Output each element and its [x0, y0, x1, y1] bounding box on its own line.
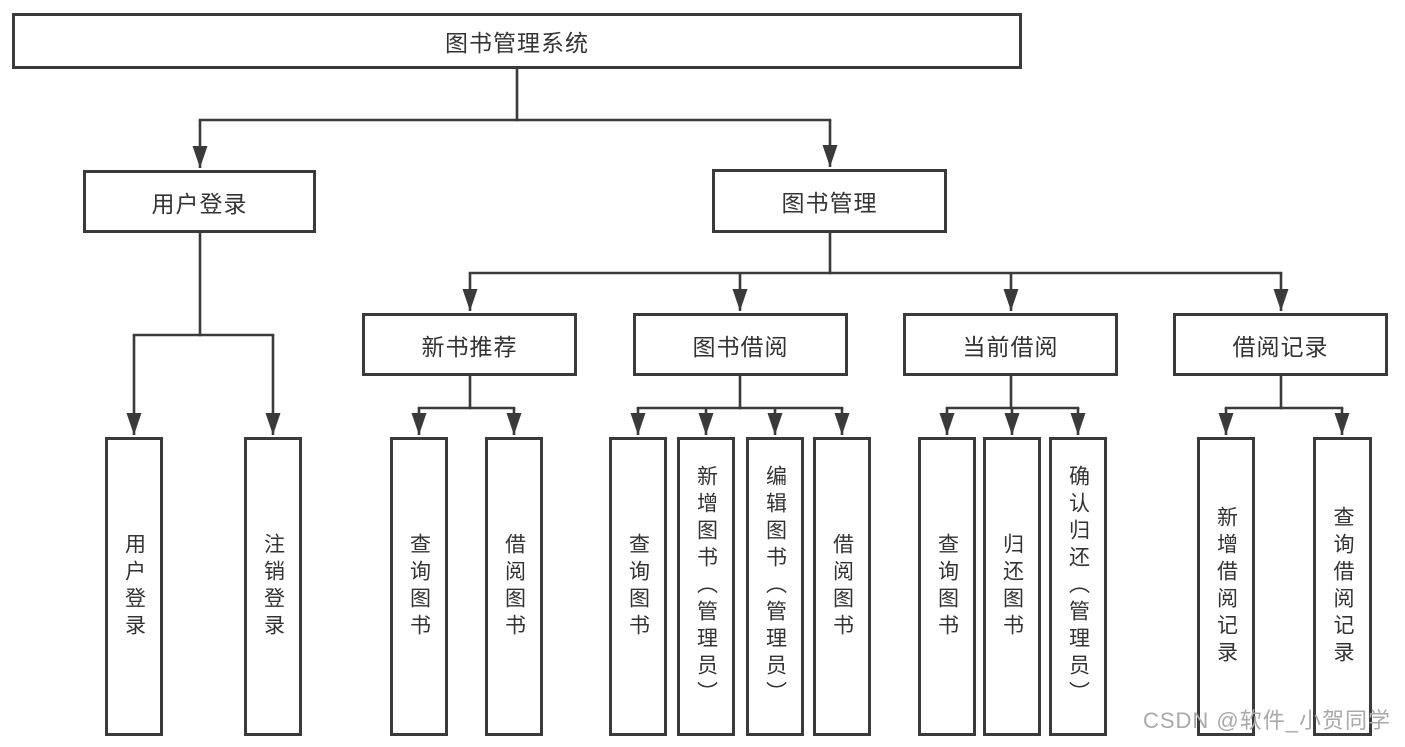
- node-current-borrow: 当前借阅: [903, 313, 1118, 376]
- leaf-add-book-admin-label: 新增图书（管理员）: [694, 465, 718, 708]
- leaf-query-books-current: 查询图书: [918, 437, 976, 736]
- leaf-query-books-current-label: 查询图书: [935, 532, 959, 641]
- leaf-borrow-books-recommend-label: 借阅图书: [502, 532, 526, 641]
- leaf-return-book: 归还图书: [983, 437, 1041, 736]
- node-new-book-recommend: 新书推荐: [362, 313, 577, 376]
- leaf-query-books-borrow-label: 查询图书: [626, 532, 650, 641]
- node-current-borrow-label: 当前借阅: [962, 333, 1059, 360]
- leaf-user-login: 用户登录: [105, 437, 163, 736]
- node-book-borrow-label: 图书借阅: [692, 333, 789, 360]
- node-book-borrow: 图书借阅: [633, 313, 848, 376]
- leaf-add-borrow-record: 新增借阅记录: [1197, 437, 1255, 736]
- node-book-management-branch: 图书管理: [712, 169, 947, 233]
- leaf-borrow-books: 借阅图书: [813, 437, 871, 736]
- leaf-query-books-recommend-label: 查询图书: [407, 532, 431, 641]
- leaf-query-borrow-record-label: 查询借阅记录: [1331, 505, 1354, 668]
- node-new-book-recommend-label: 新书推荐: [421, 333, 518, 360]
- leaf-return-book-label: 归还图书: [1000, 532, 1024, 641]
- leaf-edit-book-admin-label: 编辑图书（管理员）: [763, 465, 787, 708]
- leaf-add-book-admin: 新增图书（管理员）: [677, 437, 735, 736]
- csdn-watermark: CSDN @软件_小贺同学: [1142, 708, 1391, 733]
- node-user-login-branch: 用户登录: [83, 170, 316, 233]
- node-book-management-branch-label: 图书管理: [781, 190, 878, 216]
- leaf-confirm-return-admin: 确认归还（管理员）: [1049, 437, 1107, 736]
- leaf-edit-book-admin: 编辑图书（管理员）: [746, 437, 804, 736]
- leaf-borrow-books-recommend: 借阅图书: [485, 437, 543, 736]
- leaf-borrow-books-label: 借阅图书: [830, 532, 854, 641]
- leaf-logout: 注销登录: [244, 437, 302, 736]
- leaf-add-borrow-record-label: 新增借阅记录: [1214, 505, 1238, 668]
- node-root: 图书管理系统: [12, 13, 1022, 69]
- leaf-logout-label: 注销登录: [261, 532, 285, 641]
- node-root-label: 图书管理系统: [445, 30, 589, 56]
- node-borrow-records-label: 借阅记录: [1232, 333, 1329, 360]
- node-user-login-branch-label: 用户登录: [151, 190, 248, 217]
- leaf-user-login-label: 用户登录: [122, 532, 146, 641]
- node-borrow-records: 借阅记录: [1173, 313, 1388, 376]
- leaf-query-books-recommend: 查询图书: [390, 437, 448, 736]
- leaf-query-books-borrow: 查询图书: [609, 437, 667, 736]
- leaf-confirm-return-admin-label: 确认归还（管理员）: [1066, 465, 1090, 708]
- leaf-query-borrow-record: 查询借阅记录: [1313, 437, 1372, 736]
